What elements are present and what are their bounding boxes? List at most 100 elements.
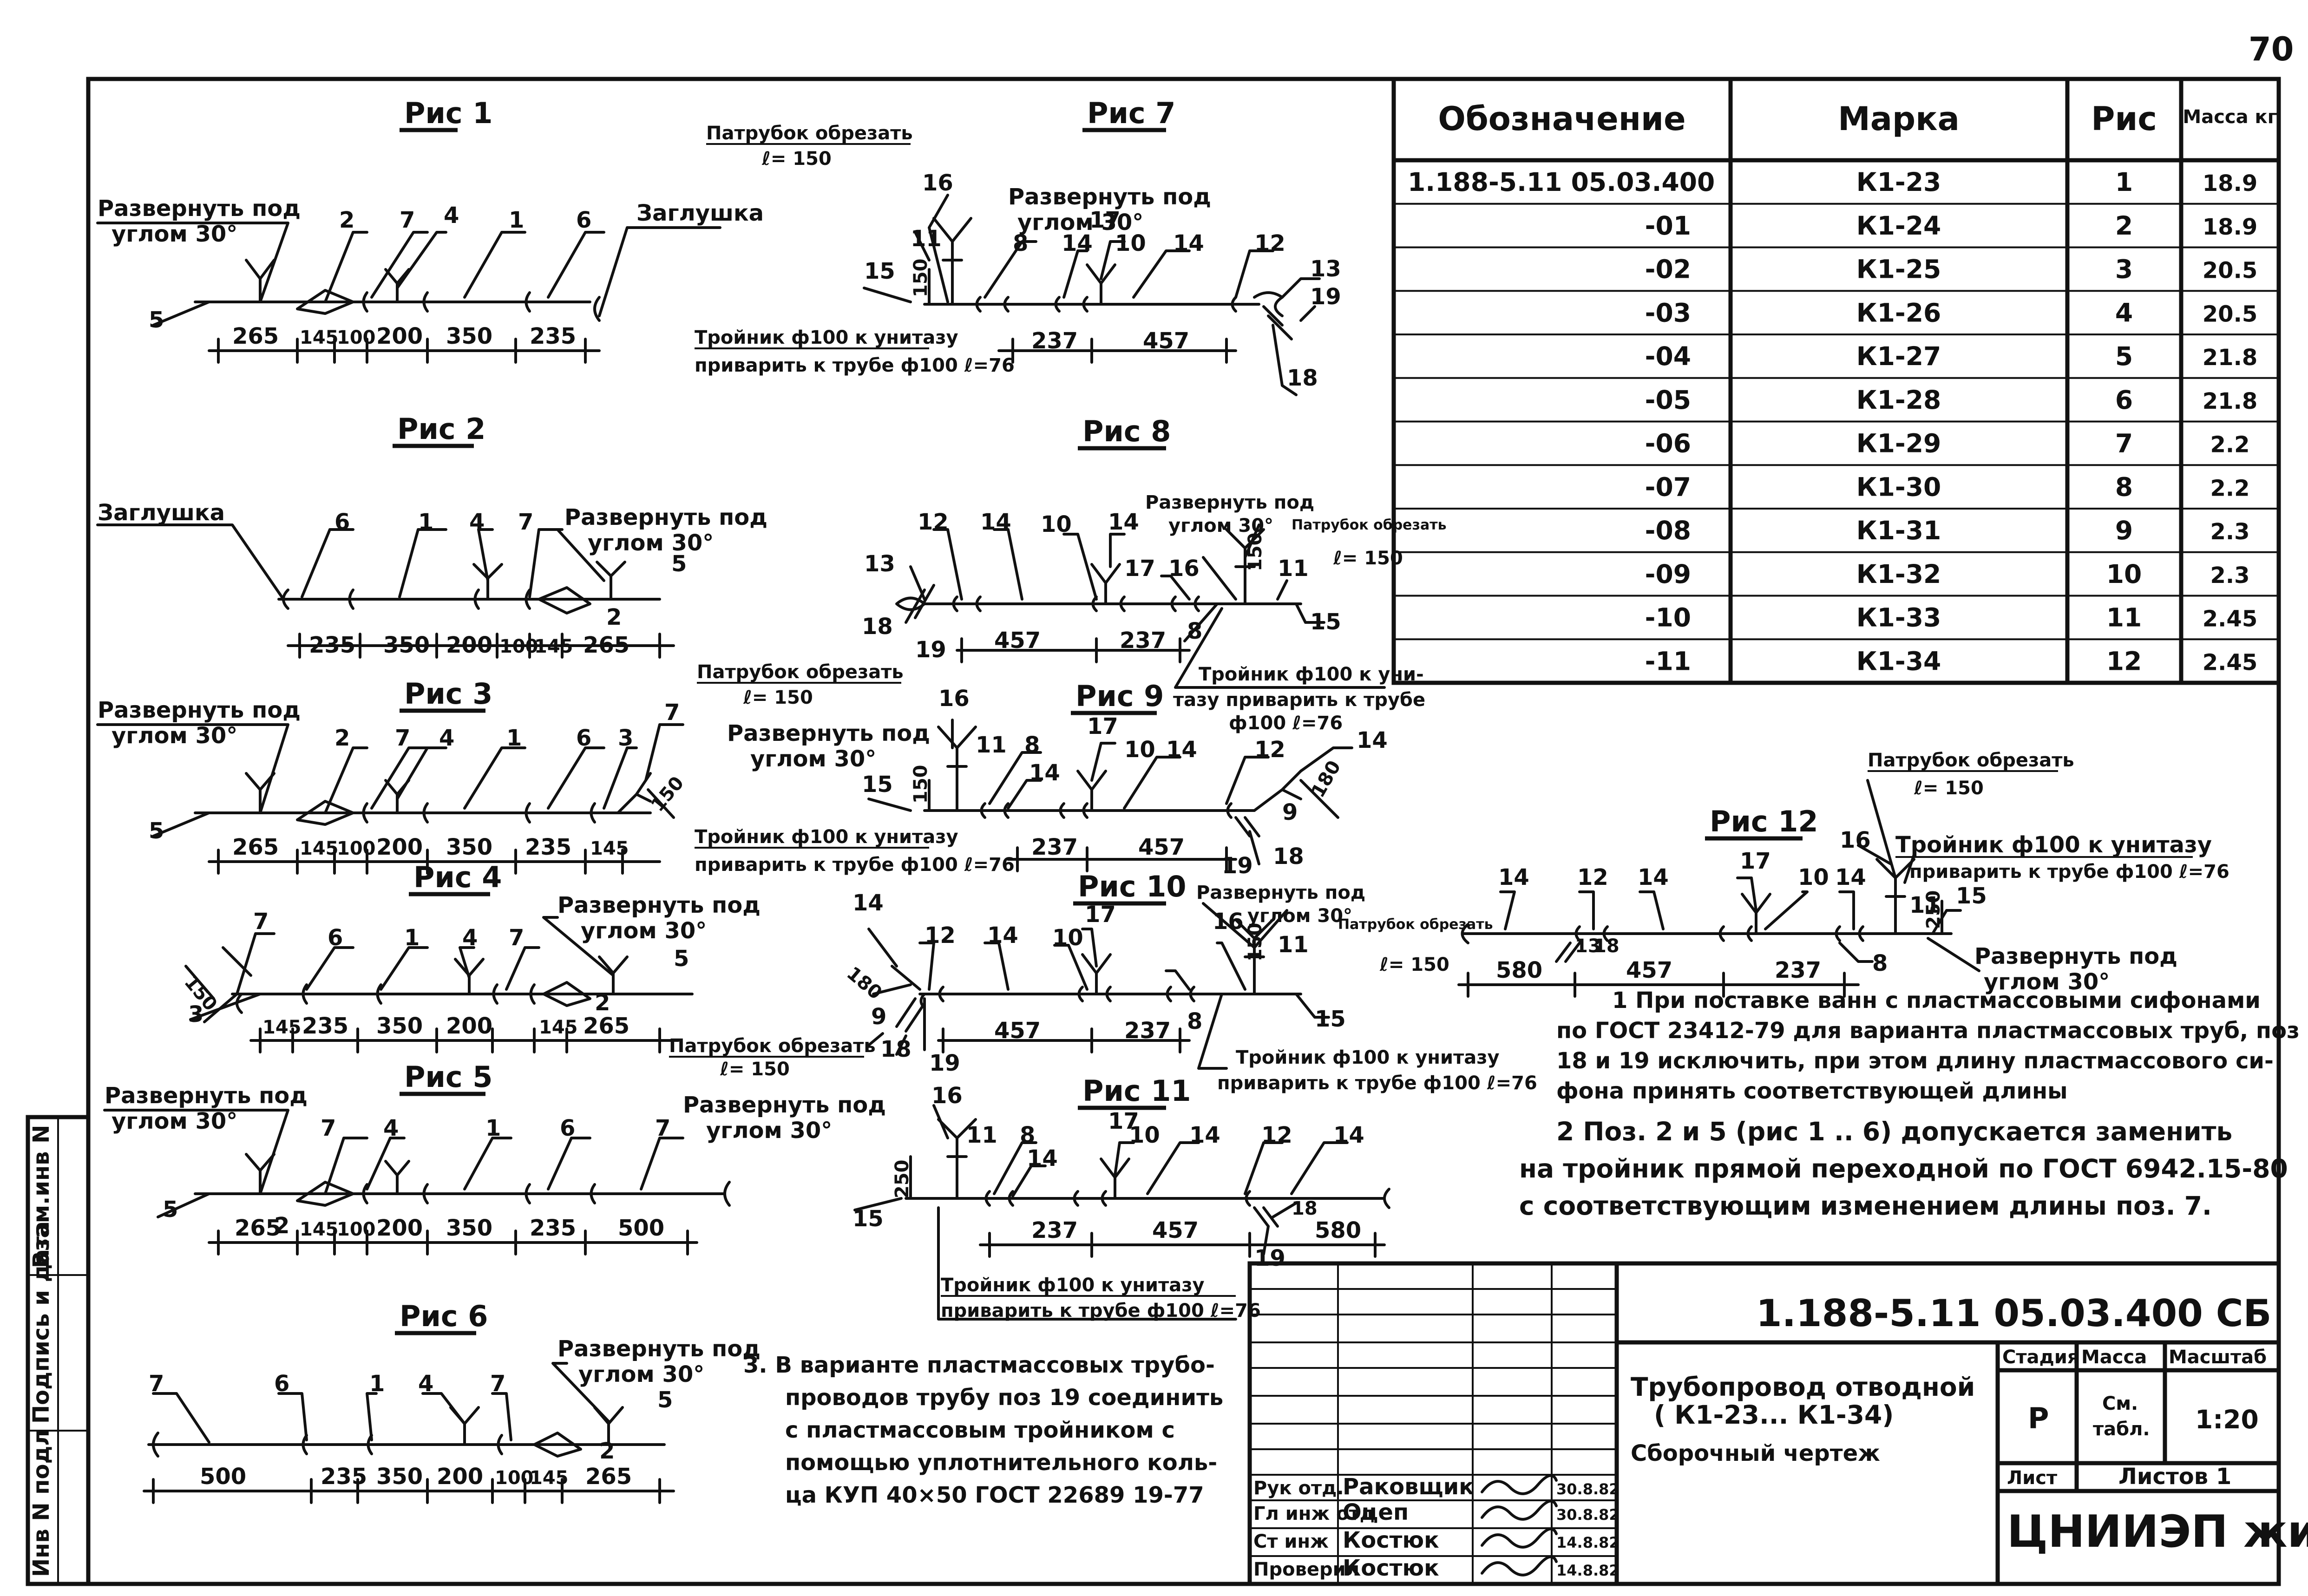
svg-text:14: 14	[1108, 509, 1139, 535]
staff-date: 30.8.82	[1556, 1506, 1620, 1524]
svg-text:Тройник ф100 к унитазу: Тройник ф100 к унитазу	[1236, 1047, 1500, 1068]
svg-text:углом 30°: углом 30°	[111, 221, 237, 247]
svg-text:14: 14	[852, 890, 884, 916]
svg-text:457: 457	[994, 628, 1041, 654]
svg-text:Стадия: Стадия	[2002, 1347, 2079, 1368]
svg-text:6: 6	[274, 1371, 289, 1397]
svg-text:350: 350	[446, 1215, 492, 1241]
scale-value: 1:20	[2195, 1405, 2259, 1434]
svg-text:6: 6	[576, 725, 591, 751]
svg-text:350: 350	[376, 1013, 423, 1039]
svg-text:17: 17	[1087, 713, 1118, 739]
svg-text:2: 2	[599, 1438, 615, 1464]
svg-text:19: 19	[1222, 853, 1253, 879]
spec-row-code: -07	[1645, 472, 1691, 502]
svg-text:12: 12	[1261, 1122, 1292, 1148]
svg-text:17: 17	[1089, 207, 1121, 233]
stamp-sign-label: Подпись и дата	[28, 1221, 54, 1424]
svg-text:350: 350	[446, 834, 492, 860]
svg-text:15: 15	[852, 1206, 884, 1232]
page-number: 70	[2249, 30, 2294, 68]
svg-text:Рис 10: Рис 10	[1078, 870, 1187, 903]
svg-text:8: 8	[1872, 950, 1888, 976]
spec-row-mass: 2.3	[2210, 563, 2249, 589]
svg-text:18: 18	[880, 1036, 911, 1062]
svg-text:150: 150	[1245, 533, 1266, 572]
staff-name: Раковщик	[1343, 1474, 1474, 1500]
svg-text:18 и 19 исключить, при этом дл: 18 и 19 исключить, при этом длину пластм…	[1556, 1048, 2274, 1074]
svg-text:11: 11	[1278, 932, 1309, 958]
svg-text:10: 10	[1041, 511, 1072, 537]
svg-text:2: 2	[595, 990, 610, 1016]
svg-text:457: 457	[994, 1018, 1041, 1044]
svg-text:3. В варианте пластмассовых тр: 3. В варианте пластмассовых трубо-	[743, 1352, 1215, 1378]
svg-text:145: 145	[300, 838, 339, 859]
svg-text:4: 4	[383, 1115, 399, 1141]
svg-text:7: 7	[664, 700, 680, 726]
svg-text:Рис 4: Рис 4	[413, 860, 502, 894]
svg-text:200: 200	[437, 1464, 483, 1490]
svg-text:Развернуть под: Развернуть под	[98, 697, 301, 723]
svg-text:8: 8	[1187, 618, 1202, 644]
svg-text:457: 457	[1626, 957, 1672, 983]
spec-row-fig: 6	[2115, 385, 2133, 415]
svg-text:приварить к трубе ф100 ℓ=76: приварить к трубе ф100 ℓ=76	[695, 854, 1015, 876]
svg-text:13: 13	[1310, 256, 1341, 282]
svg-text:Рис 5: Рис 5	[404, 1060, 492, 1094]
spec-row-code: -02	[1645, 255, 1691, 284]
svg-text:11: 11	[976, 732, 1007, 758]
header-designation: Обозначение	[1438, 100, 1685, 138]
svg-text:Развернуть под: Развернуть под	[1008, 184, 1211, 210]
svg-text:Патрубок обрезать: Патрубок обрезать	[697, 661, 904, 683]
svg-text:Рис 8: Рис 8	[1082, 414, 1171, 448]
spec-row-mark: К1-23	[1856, 167, 1941, 197]
svg-text:14: 14	[1027, 1145, 1058, 1171]
svg-text:16: 16	[1840, 827, 1871, 853]
svg-text:200: 200	[376, 323, 423, 349]
svg-text:10: 10	[1115, 230, 1146, 256]
svg-text:10: 10	[1129, 1122, 1160, 1148]
svg-text:8: 8	[1013, 230, 1028, 256]
svg-text:200: 200	[376, 1215, 423, 1241]
spec-row-fig: 10	[2106, 559, 2142, 589]
stage-value: Р	[2028, 1401, 2049, 1435]
spec-row-fig: 4	[2115, 298, 2133, 327]
svg-text:8: 8	[1020, 1122, 1035, 1148]
figure-10: Рис 10 Развернуть под углом 30° Патрубок…	[843, 870, 1537, 1094]
svg-text:углом 30°: углом 30°	[1984, 969, 2110, 995]
spec-row-mark: К1-28	[1856, 385, 1941, 415]
stamp-inv-label: Инв N подл	[28, 1430, 54, 1577]
notes-block: 1 При поставке ванн с пластмассовыми сиф…	[743, 988, 2300, 1508]
spec-row-mass: 20.5	[2203, 301, 2257, 327]
svg-text:ℓ= 150: ℓ= 150	[1914, 778, 1984, 799]
svg-text:13: 13	[1575, 935, 1601, 957]
doc-title-3: Сборочный чертеж	[1631, 1440, 1880, 1466]
svg-text:Развернуть под: Развернуть под	[564, 504, 767, 530]
svg-text:Развернуть под: Развернуть под	[1974, 943, 2177, 969]
svg-text:19: 19	[1254, 1245, 1285, 1271]
svg-text:помощью уплотнительного коль-: помощью уплотнительного коль-	[785, 1450, 1217, 1476]
svg-text:Рис 2: Рис 2	[397, 412, 485, 446]
svg-text:Патрубок обрезать: Патрубок обрезать	[706, 123, 913, 144]
spec-row-mass: 20.5	[2203, 258, 2257, 284]
spec-row-mass: 2.45	[2203, 606, 2257, 632]
svg-text:Листов 1: Листов 1	[2118, 1464, 2231, 1490]
svg-text:2: 2	[339, 207, 354, 233]
svg-text:1: 1	[404, 925, 420, 951]
spec-row-mark: К1-26	[1856, 298, 1941, 327]
svg-text:Тройник ф100 к унитазу: Тройник ф100 к унитазу	[695, 327, 958, 348]
svg-text:17: 17	[1085, 902, 1116, 928]
svg-text:237: 237	[1031, 1217, 1078, 1243]
svg-text:237: 237	[1120, 628, 1166, 654]
svg-text:1: 1	[509, 207, 524, 233]
svg-text:14: 14	[987, 922, 1018, 948]
svg-text:Тройник ф100 к унитазу: Тройник ф100 к унитазу	[941, 1275, 1205, 1296]
svg-text:ℓ= 150: ℓ= 150	[1379, 954, 1449, 975]
spec-row-fig: 7	[2115, 429, 2133, 458]
svg-text:2 Поз. 2 и 5 (рис 1 .. 6) доп: 2 Поз. 2 и 5 (рис 1 .. 6) допускается за…	[1556, 1117, 2232, 1146]
svg-text:Рис 3: Рис 3	[404, 677, 492, 711]
svg-text:18: 18	[1273, 844, 1304, 870]
svg-text:235: 235	[530, 323, 576, 349]
svg-text:Рис 9: Рис 9	[1075, 679, 1164, 713]
spec-row-mark: К1-32	[1856, 559, 1941, 589]
